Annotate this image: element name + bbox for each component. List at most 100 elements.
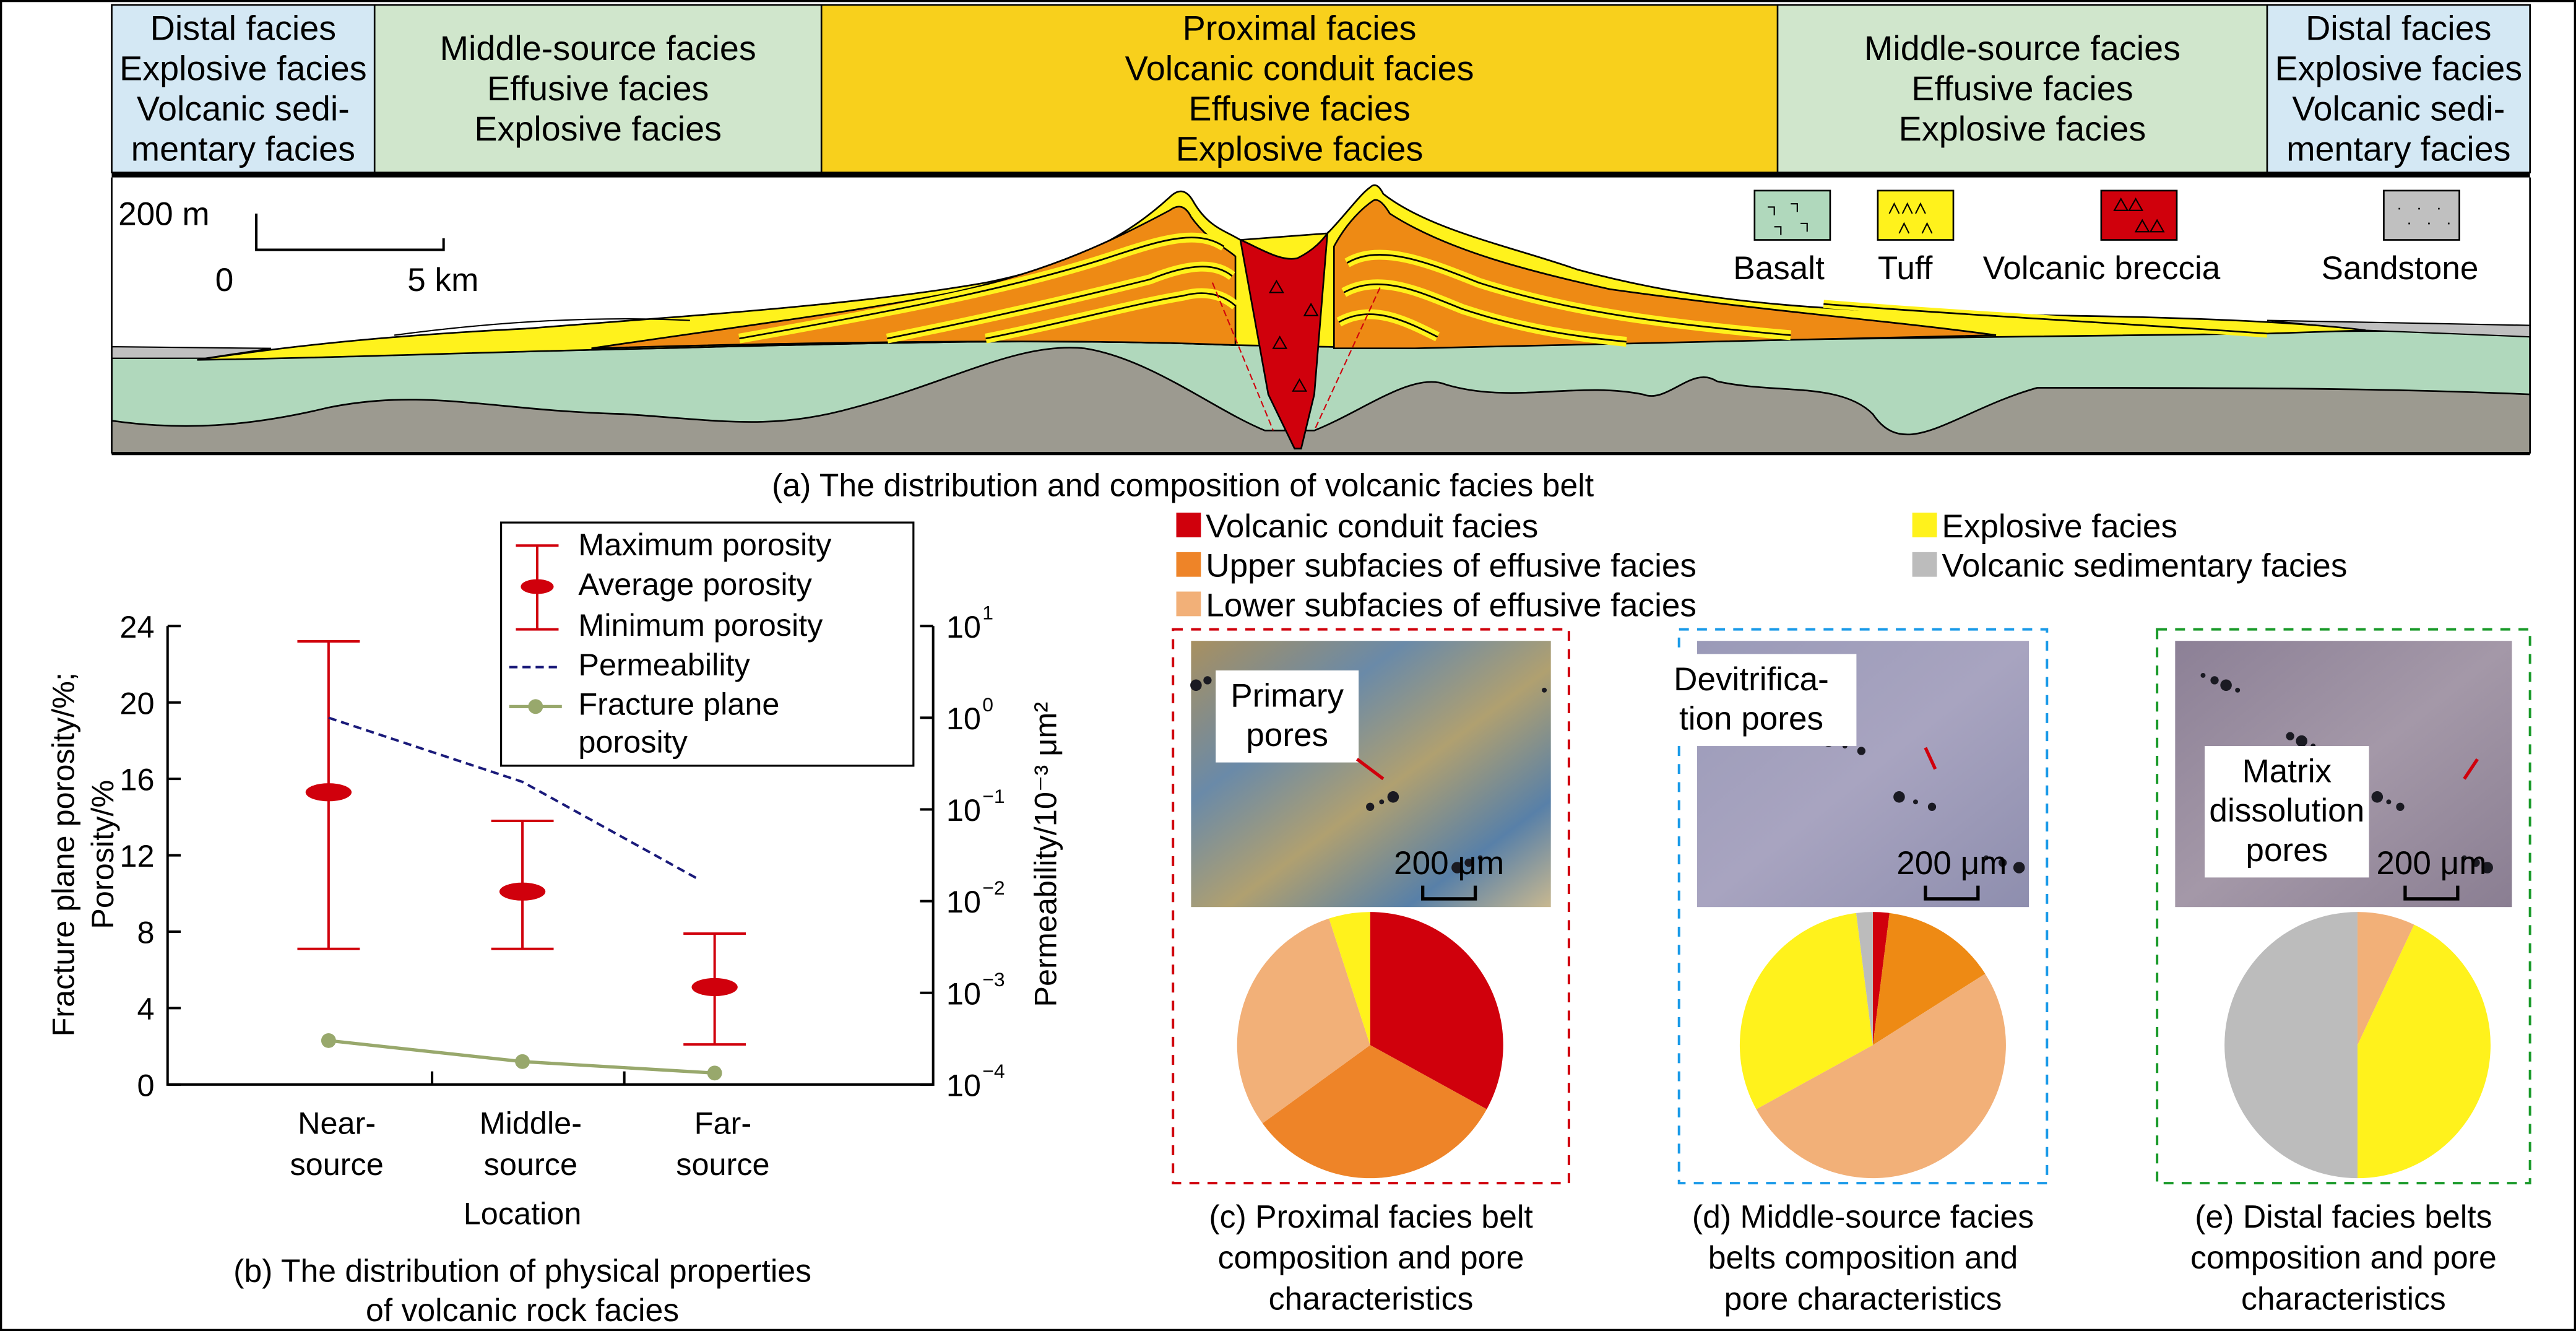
photo-grain bbox=[1984, 855, 1989, 861]
pie-slice bbox=[2224, 912, 2358, 1179]
photo-grain bbox=[2371, 791, 2384, 803]
sandstone-swatch-icon bbox=[2383, 189, 2460, 241]
permeability-line bbox=[328, 716, 701, 882]
header-line: Effusive facies bbox=[487, 69, 709, 108]
pore-label: Matrix bbox=[2242, 753, 2332, 789]
panel-caption: (d) Middle-source facies bbox=[1692, 1199, 2034, 1234]
header-line: Middle-source facies bbox=[440, 29, 756, 67]
tuff-bands bbox=[394, 232, 2268, 347]
header-line: Proximal facies bbox=[1183, 9, 1417, 47]
tuff-swatch-icon bbox=[1877, 189, 1955, 241]
fracture-porosity-point bbox=[515, 1054, 530, 1069]
x-category-label: Far- bbox=[694, 1105, 751, 1140]
photo-grain bbox=[2471, 858, 2480, 867]
header-line: Effusive facies bbox=[1188, 89, 1410, 128]
photo-scale-label: 200 μm bbox=[1896, 845, 2007, 882]
photo-grain bbox=[2200, 672, 2206, 678]
header-line: Volcanic sedi- bbox=[2292, 89, 2505, 128]
panel-caption: (c) Proximal facies belt bbox=[1209, 1199, 1532, 1234]
chart-legend: Maximum porosity Average porosity Minimu… bbox=[499, 521, 915, 767]
panel-caption: belts composition and bbox=[1708, 1239, 2018, 1275]
photo-grain bbox=[1387, 791, 1399, 803]
pie-slice bbox=[1370, 912, 1503, 1109]
header-line: Explosive facies bbox=[1176, 129, 1424, 168]
photo-grain bbox=[2296, 735, 2308, 747]
legend-permeability: Permeability bbox=[578, 647, 750, 682]
header-line: Volcanic conduit facies bbox=[1125, 49, 1474, 87]
scale-horizontal-label: 5 km bbox=[407, 262, 478, 298]
pie-slice bbox=[2357, 912, 2414, 1046]
header-line: Explosive facies bbox=[119, 49, 367, 87]
header-line: Explosive facies bbox=[1899, 110, 2146, 148]
pie-slice bbox=[2357, 924, 2491, 1179]
photo-scale-bar bbox=[1924, 885, 1980, 901]
legend-fracture-2: porosity bbox=[578, 724, 688, 760]
y-axis-left-label-2: Porosity/% bbox=[85, 780, 120, 929]
legend-swatch-conduit bbox=[1176, 513, 1201, 537]
header-line: Distal facies bbox=[2306, 9, 2491, 47]
photo-grain bbox=[1477, 855, 1483, 861]
avg-porosity-point bbox=[499, 882, 546, 901]
y-right-tick-exp: 1 bbox=[982, 602, 993, 624]
legend-sandstone-label: Sandstone bbox=[2322, 250, 2479, 287]
photo-grain bbox=[1451, 862, 1463, 874]
y-right-tick-exp: −1 bbox=[982, 785, 1005, 807]
pore-label: tion pores bbox=[1679, 701, 1823, 737]
panel-border bbox=[2156, 628, 2531, 1185]
photo-grain bbox=[2220, 679, 2232, 692]
photo-grain bbox=[1857, 747, 1865, 755]
cross-section: 200 m 0 5 km Basalt Tuff Volcanic brecci… bbox=[111, 177, 2531, 503]
header-line: Effusive facies bbox=[1911, 69, 2133, 108]
x-category-label: source bbox=[676, 1147, 769, 1182]
pie-slice bbox=[1329, 912, 1370, 1046]
photo-grain bbox=[1190, 679, 1202, 692]
legend-conduit-label: Volcanic conduit facies bbox=[1206, 508, 1538, 545]
legend-breccia-label: Volcanic breccia bbox=[1983, 250, 2221, 287]
pie-slice bbox=[1856, 912, 1873, 1046]
header-line: mentary facies bbox=[2286, 129, 2510, 168]
header-line: Explosive facies bbox=[474, 110, 722, 148]
panel-caption: composition and pore bbox=[2190, 1239, 2497, 1275]
legend-basalt-label: Basalt bbox=[1733, 250, 1825, 287]
header-middle-right bbox=[1777, 4, 2267, 173]
photo-grain bbox=[1379, 799, 1385, 805]
photo-grain bbox=[1927, 802, 1937, 811]
y-right-tick-base: 10 bbox=[946, 884, 981, 919]
y-right-tick-base: 10 bbox=[946, 609, 981, 644]
pore-pointer bbox=[1355, 758, 1385, 781]
panel-caption: (e) Distal facies belts bbox=[2195, 1199, 2492, 1234]
photo-grain bbox=[2396, 802, 2405, 811]
breccia-symbols bbox=[1268, 279, 1319, 392]
legend-min-porosity: Minimum porosity bbox=[578, 607, 823, 643]
x-category-label: Middle- bbox=[480, 1105, 582, 1140]
photo-grain bbox=[1464, 858, 1473, 867]
legend-sedimentary-label: Volcanic sedimentary facies bbox=[1942, 548, 2347, 584]
caption-a: (a) The distribution and composition of … bbox=[772, 467, 1594, 503]
y-right-tick-base: 10 bbox=[946, 792, 981, 828]
caption-b-1: (b) The distribution of physical propert… bbox=[233, 1252, 811, 1288]
photo-grain bbox=[2286, 732, 2294, 740]
avg-porosity-point bbox=[305, 783, 352, 802]
y-right-tick-exp: −3 bbox=[982, 968, 1005, 991]
x-category-label: Near- bbox=[298, 1105, 376, 1140]
photo-grain bbox=[2235, 687, 2241, 693]
panel-caption: characteristics bbox=[2241, 1280, 2446, 1316]
avg-porosity-point bbox=[691, 978, 738, 997]
fault-lines bbox=[1211, 282, 1381, 431]
pie-slice bbox=[1756, 973, 2006, 1179]
header-proximal bbox=[821, 4, 1778, 173]
legend-tuff-label: Tuff bbox=[1878, 250, 1933, 287]
photo-grain bbox=[2461, 855, 2467, 861]
header-middle-left bbox=[374, 4, 822, 173]
scale-bar: 200 m 0 5 km bbox=[118, 196, 478, 298]
legend-swatch-explosive bbox=[1912, 513, 1937, 537]
y-left-tick-label: 24 bbox=[119, 609, 154, 644]
header-line: Volcanic sedi- bbox=[137, 89, 350, 128]
panel-caption: composition and pore bbox=[1218, 1239, 1524, 1275]
legend-swatch-lower-effusive bbox=[1176, 591, 1201, 617]
legend-lower-effusive-label: Lower subfacies of effusive facies bbox=[1206, 587, 1696, 623]
photo-grain bbox=[2481, 862, 2493, 874]
